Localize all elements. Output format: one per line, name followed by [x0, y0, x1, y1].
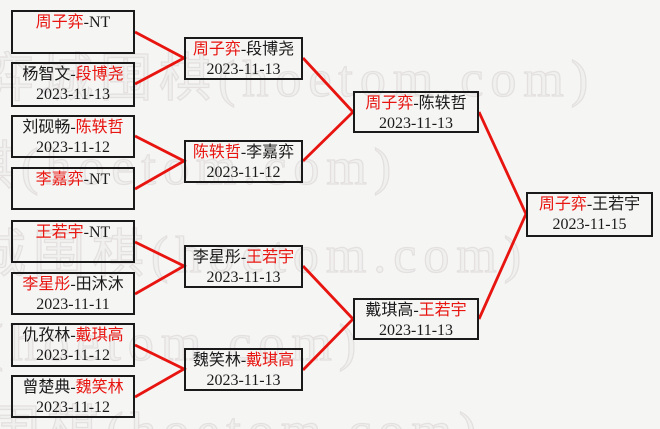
player-separator: - — [70, 66, 76, 83]
match-players: 杨智文-段博尧 — [13, 65, 133, 85]
match-box-r2m3: 李星彤-王若宇 2023-11-13 — [184, 245, 303, 288]
match-date: 2023-11-12 — [35, 347, 111, 364]
match-players: 李星彤-田沐沐 — [13, 275, 133, 295]
player-separator: - — [240, 41, 247, 58]
player-name: 戴琪高 — [246, 352, 295, 369]
match-box-r1m6: 李星彤-田沐沐 2023-11-11 — [11, 272, 135, 315]
player-name: 仇孜林 — [22, 327, 71, 344]
player-separator: - — [586, 196, 593, 213]
match-box-r1m3: 刘砚畅-陈轶哲 2023-11-12 — [11, 115, 135, 158]
match-players: 李嘉弈-NT — [13, 170, 133, 190]
match-box-r2m1: 周子弈-段博尧 2023-11-13 — [184, 37, 303, 80]
match-box-r2m2: 陈轶哲-李嘉弈 2023-11-12 — [184, 140, 303, 183]
player-name: 李星彤 — [22, 276, 71, 293]
match-box-r3m1: 周子弈-陈轶哲 2023-11-13 — [353, 91, 479, 133]
match-players: 仇孜林-戴琪高 — [13, 326, 133, 346]
match-box-final: 周子弈-王若宇 2023-11-15 — [526, 192, 653, 237]
match-date — [13, 190, 133, 210]
player-separator: - — [240, 352, 247, 369]
match-players: 王若宇-NT — [13, 223, 133, 243]
player-name: 刘砚畅 — [22, 119, 71, 136]
match-box-r1m1: 周子弈-NT — [11, 10, 135, 54]
player-name: 杨智文 — [22, 66, 71, 83]
match-box-r1m5: 王若宇-NT — [11, 220, 135, 263]
match-players: 魏笑林-戴琪高 — [186, 351, 301, 371]
match-box-r3m2: 戴琪高-王若宇 2023-11-13 — [353, 298, 479, 340]
player-separator: - — [240, 144, 247, 161]
match-box-r1m7: 仇孜林-戴琪高 2023-11-12 — [11, 323, 135, 367]
player-separator: - — [70, 379, 76, 396]
connector-line — [134, 343, 187, 399]
connector-line — [301, 57, 355, 162]
player-separator: - — [413, 302, 419, 319]
player-name: 魏笑林 — [75, 379, 124, 396]
match-date: 2023-11-13 — [206, 61, 281, 78]
player-name: 李嘉弈 — [35, 171, 84, 188]
connector-line — [134, 240, 187, 296]
match-players: 周子弈-段博尧 — [186, 40, 301, 60]
match-players: 曾楚典-魏笑林 — [13, 378, 133, 398]
connector-line — [134, 30, 187, 86]
match-date: 2023-11-13 — [378, 115, 454, 132]
player-name: 王若宇 — [246, 249, 295, 266]
player-name: 周子弈 — [365, 95, 414, 112]
player-name: NT — [89, 224, 111, 241]
match-box-r1m4: 李嘉弈-NT — [11, 167, 135, 210]
player-separator: - — [83, 224, 89, 241]
player-name: 李嘉弈 — [246, 144, 295, 161]
player-name: 李星彤 — [192, 249, 241, 266]
match-date: 2023-11-13 — [206, 269, 281, 286]
connector-line — [477, 111, 528, 320]
player-name: 魏笑林 — [192, 352, 241, 369]
player-name: NT — [89, 14, 111, 31]
player-name: 陈轶哲 — [192, 144, 241, 161]
match-players: 周子弈-王若宇 — [528, 195, 651, 215]
player-separator: - — [83, 14, 89, 31]
player-name: 田沐沐 — [75, 276, 124, 293]
match-date: 2023-11-12 — [206, 164, 281, 181]
player-separator: - — [83, 171, 89, 188]
match-players: 刘砚畅-陈轶哲 — [13, 118, 133, 138]
player-separator: - — [70, 119, 76, 136]
player-name: 陈轶哲 — [418, 95, 467, 112]
match-date — [13, 243, 133, 263]
match-date: 2023-11-13 — [35, 86, 111, 103]
match-players: 李星彤-王若宇 — [186, 248, 301, 268]
match-players: 周子弈-陈轶哲 — [355, 94, 477, 114]
player-separator: - — [240, 249, 247, 266]
player-name: NT — [89, 171, 111, 188]
player-name: 段博尧 — [246, 41, 295, 58]
match-players: 戴琪高-王若宇 — [355, 301, 477, 321]
connector-line — [301, 265, 355, 371]
match-date: 2023-11-15 — [552, 216, 627, 233]
match-date: 2023-11-11 — [36, 296, 110, 313]
player-separator: - — [413, 95, 419, 112]
player-separator: - — [70, 327, 76, 344]
player-name: 曾楚典 — [22, 379, 71, 396]
match-date — [13, 33, 133, 53]
player-name: 王若宇 — [592, 196, 641, 213]
player-name: 王若宇 — [418, 302, 467, 319]
player-separator: - — [70, 276, 76, 293]
match-players: 周子弈-NT — [13, 13, 133, 33]
match-box-r1m8: 曾楚典-魏笑林 2023-11-12 — [11, 375, 135, 418]
match-date: 2023-11-12 — [35, 139, 111, 156]
player-name: 戴琪高 — [75, 327, 124, 344]
match-box-r2m4: 魏笑林-戴琪高 2023-11-13 — [184, 348, 303, 391]
player-name: 陈轶哲 — [75, 119, 124, 136]
match-date: 2023-11-13 — [378, 322, 454, 339]
player-name: 周子弈 — [192, 41, 241, 58]
player-name: 王若宇 — [35, 224, 84, 241]
match-players: 陈轶哲-李嘉弈 — [186, 143, 301, 163]
player-name: 段博尧 — [75, 66, 124, 83]
player-name: 周子弈 — [35, 14, 84, 31]
match-date: 2023-11-12 — [35, 399, 111, 416]
player-name: 周子弈 — [538, 196, 587, 213]
match-date: 2023-11-13 — [206, 372, 281, 389]
player-name: 戴琪高 — [365, 302, 414, 319]
connector-line — [134, 134, 187, 191]
match-box-r1m2: 杨智文-段博尧 2023-11-13 — [11, 62, 135, 107]
